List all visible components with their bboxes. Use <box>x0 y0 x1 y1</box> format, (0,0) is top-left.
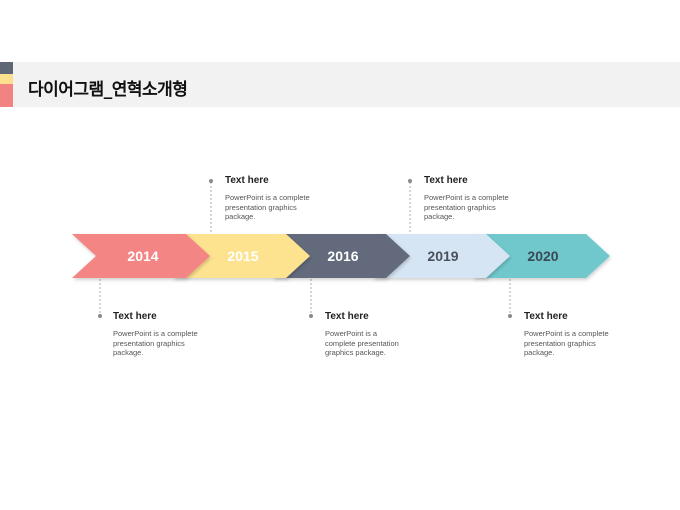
callout-2: Text here PowerPoint is a complete prese… <box>225 175 345 222</box>
callout-line: package. <box>424 212 455 221</box>
year-label: 2015 <box>227 248 258 264</box>
accent-block-slate <box>0 62 13 74</box>
callout-line: PowerPoint is a <box>325 329 378 338</box>
callout-body: PowerPoint is a complete presentation gr… <box>424 193 544 222</box>
connector-dot-2 <box>209 179 213 183</box>
callout-line: package. <box>113 348 144 357</box>
connector-dot-5 <box>508 314 512 318</box>
callout-heading: Text here <box>524 311 568 322</box>
connector-dot-1 <box>98 314 102 318</box>
connector-dot-4 <box>408 179 412 183</box>
callout-heading: Text here <box>113 311 157 322</box>
callout-line: graphics package. <box>325 348 386 357</box>
callout-3: Text here PowerPoint is a complete prese… <box>325 311 445 358</box>
callout-line: PowerPoint is a complete <box>424 193 509 202</box>
callout-1: Text here PowerPoint is a complete prese… <box>113 311 233 358</box>
year-label: 2016 <box>327 248 358 264</box>
chevron-arrow <box>72 234 210 278</box>
callout-heading: Text here <box>424 175 468 186</box>
callout-line: PowerPoint is a complete <box>225 193 310 202</box>
callout-body: PowerPoint is a complete presentation gr… <box>524 329 644 358</box>
callout-line: PowerPoint is a complete <box>113 329 198 338</box>
year-label: 2020 <box>527 248 558 264</box>
callout-4: Text here PowerPoint is a complete prese… <box>424 175 544 222</box>
accent-block-yellow <box>0 74 13 84</box>
callout-line: presentation graphics <box>524 338 596 348</box>
callout-line: PowerPoint is a complete <box>524 329 609 338</box>
timeline-step-2014: 2014 <box>72 234 210 278</box>
accent-block-pink <box>0 84 13 107</box>
callout-body: PowerPoint is a complete presentation gr… <box>325 329 445 358</box>
timeline-step-2019: 2019 <box>372 234 510 278</box>
year-label: 2019 <box>427 248 458 264</box>
title-bar <box>0 62 680 107</box>
callout-line: presentation graphics <box>424 202 496 212</box>
timeline-step-2016: 2016 <box>272 234 410 278</box>
callout-line: package. <box>225 212 256 221</box>
callout-line: complete presentation <box>325 338 399 348</box>
chevron-arrow <box>272 234 410 278</box>
connectors <box>99 182 511 316</box>
callout-heading: Text here <box>225 175 269 186</box>
callout-5: Text here PowerPoint is a complete prese… <box>524 311 644 358</box>
callout-line: package. <box>524 348 555 357</box>
callout-line: presentation graphics <box>225 202 297 212</box>
page-title: 다이어그램_연혁소개형 <box>28 80 188 100</box>
chevron-arrow <box>172 234 310 278</box>
timeline-step-2015: 2015 <box>172 234 310 278</box>
timeline-step-2020: 2020 <box>472 234 610 278</box>
callout-body: PowerPoint is a complete presentation gr… <box>113 329 233 358</box>
year-label: 2014 <box>127 248 158 264</box>
connector-dot-3 <box>309 314 313 318</box>
chevron-arrow <box>472 234 610 278</box>
callout-line: presentation graphics <box>113 338 185 348</box>
callout-body: PowerPoint is a complete presentation gr… <box>225 193 345 222</box>
chevron-arrow <box>372 234 510 278</box>
callout-heading: Text here <box>325 311 369 322</box>
